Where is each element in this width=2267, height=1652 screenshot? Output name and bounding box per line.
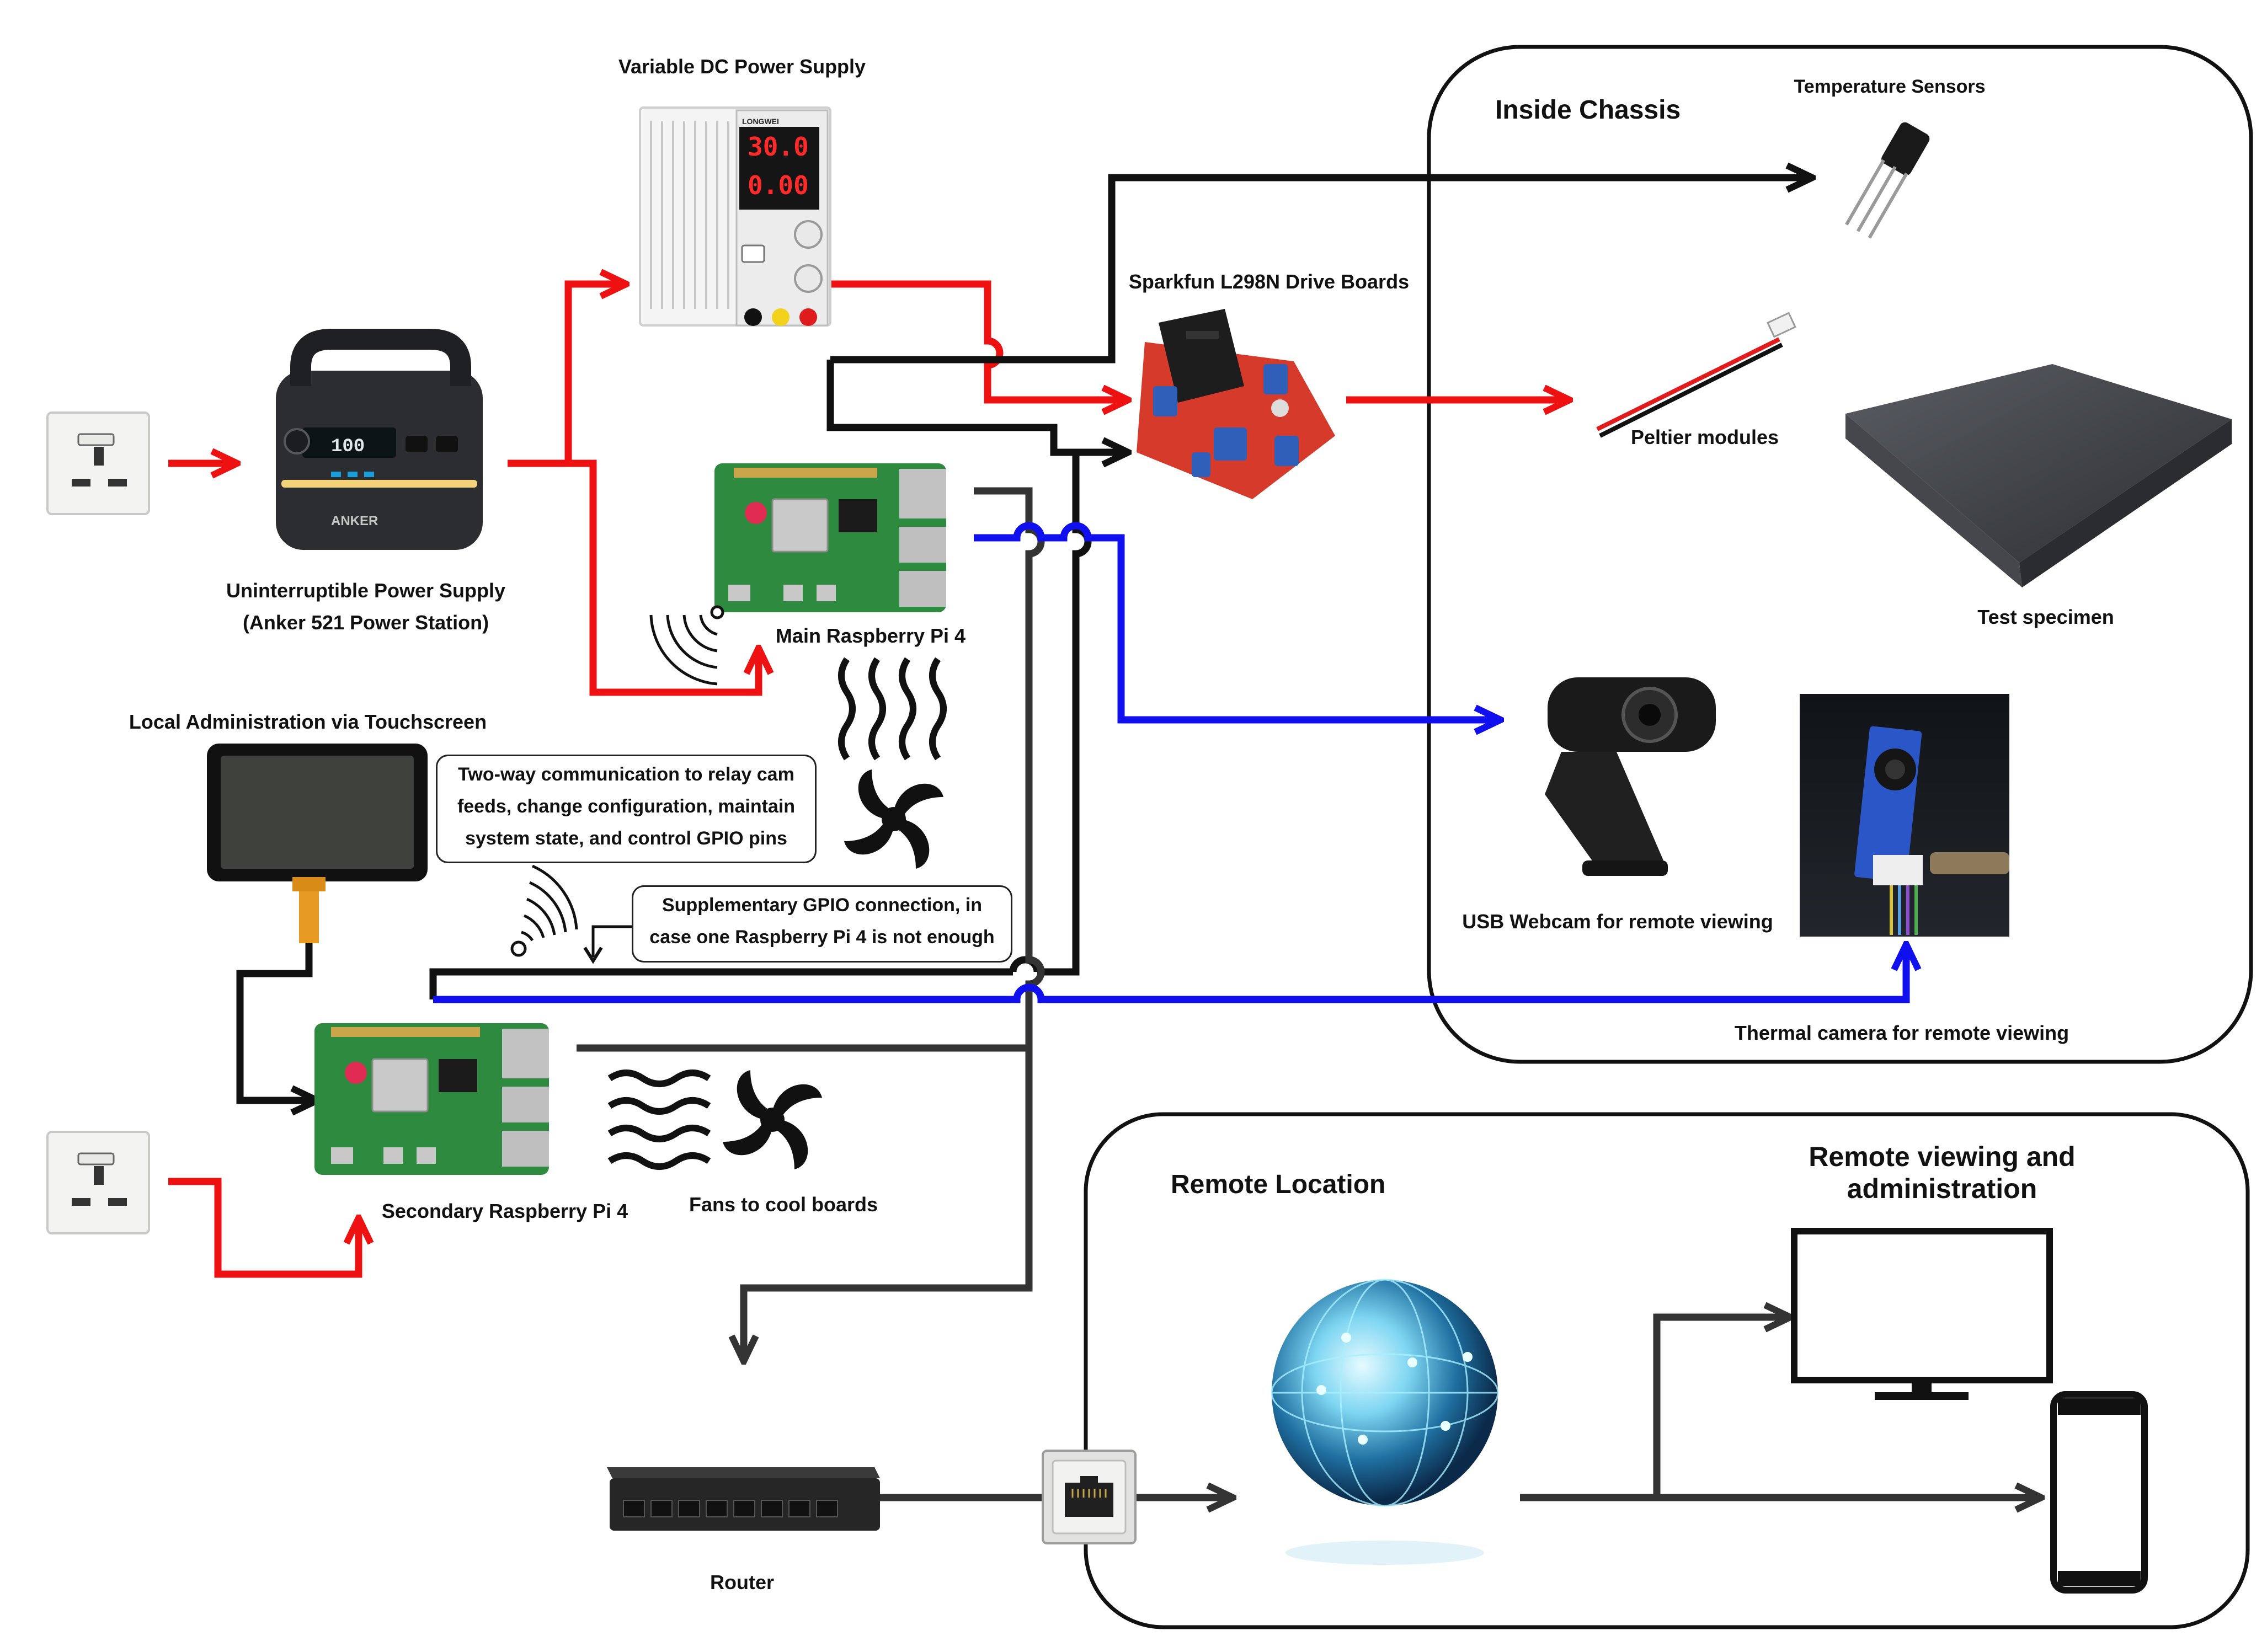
two-way-callout-line3: system state, and control GPIO pins	[465, 828, 787, 849]
wifi-icon	[510, 864, 578, 957]
ups-to-psu-wire	[508, 284, 626, 467]
thermal-camera	[1800, 694, 2009, 937]
webcam-label: USB Webcam for remote viewing	[1462, 910, 1773, 933]
data-wires	[433, 522, 1906, 1003]
heat-waves-icon	[838, 657, 947, 761]
gpio-to-temp-sensors-wire	[830, 178, 1812, 363]
secondary-raspberry-pi	[314, 1023, 549, 1175]
chassis-region	[1427, 45, 2253, 1064]
psu-brand-text: LONGWEI	[742, 117, 779, 126]
temperature-sensors-label: Temperature Sensors	[1794, 76, 1986, 97]
two-way-callout-line1: Two-way communication to relay cam	[458, 764, 794, 785]
router-label: Router	[710, 1571, 774, 1594]
ups-display-text: 100	[331, 436, 365, 457]
callout-pointer-arrow	[583, 925, 632, 964]
touchscreen-label: Local Administration via Touchscreen	[129, 710, 487, 733]
ups-label-line1: Uninterruptible Power Supply	[226, 579, 506, 602]
dc-power-supply: LONGWEI 30.0 0.00	[639, 106, 831, 327]
gpio-to-thermal-camera-wire	[433, 944, 1906, 1003]
usb-webcam	[1545, 677, 1716, 876]
remote-viewing-label-line1: Remote viewing and	[1809, 1141, 2076, 1172]
ups-label-line2: (Anker 521 Power Station)	[242, 611, 489, 634]
monitor-icon	[1791, 1228, 2053, 1400]
drive-boards-label: Sparkfun L298N Drive Boards	[1128, 270, 1410, 293]
heat-waves-icon	[607, 1070, 711, 1170]
test-specimen-label: Test specimen	[1977, 606, 2114, 628]
two-way-callout-line2: feeds, change configuration, maintain	[457, 796, 796, 817]
remote-viewing-label: Remote viewing and administration	[1809, 1141, 2075, 1205]
psu-amps-display: 0.00	[748, 170, 809, 200]
ups-to-main-pi-wire	[568, 459, 759, 696]
psu-to-driver-wire	[830, 280, 1128, 400]
touchscreen-to-secondary-pi-wire	[236, 943, 317, 1100]
wall-outlet-top	[46, 411, 150, 515]
gpio-bus-bottom-wire	[429, 968, 1013, 999]
main-pi-to-webcam-wire	[974, 522, 1501, 720]
ups-power-station: 100 ANKER	[276, 329, 483, 550]
globe-icon	[1271, 1279, 1499, 1565]
fan-icon	[844, 769, 943, 869]
router-device	[607, 1467, 880, 1531]
supplementary-gpio-callout: Supplementary GPIO connection, in case o…	[632, 885, 1012, 963]
thermal-camera-label: Thermal camera for remote viewing	[1734, 1022, 2069, 1044]
wifi-icon	[649, 605, 724, 686]
power-supply-label: Variable DC Power Supply	[618, 55, 866, 78]
outlet2-to-secondary-pi-wire	[168, 1178, 359, 1278]
main-raspberry-pi	[714, 463, 946, 612]
gpio-callout-line1: Supplementary GPIO connection, in	[662, 895, 982, 916]
ethernet-jack	[1042, 1450, 1137, 1544]
main-pi-label: Main Raspberry Pi 4	[775, 624, 966, 647]
gpio-riser-wire	[1037, 452, 1092, 976]
remote-viewing-label-line2: administration	[1847, 1173, 2037, 1204]
two-way-communication-callout: Two-way communication to relay cam feeds…	[436, 755, 817, 863]
ups-brand-text: ANKER	[331, 514, 378, 528]
touchscreen-display	[207, 744, 428, 943]
fan-icon	[723, 1070, 822, 1169]
l298n-drive-board	[1137, 309, 1335, 499]
internet-to-monitor-wire	[1653, 1317, 1790, 1498]
gpio-wires	[236, 178, 1812, 1100]
remote-region	[1084, 1112, 2250, 1629]
power-wires	[168, 280, 1570, 1278]
peltier-module	[1596, 312, 1796, 438]
fans-label: Fans to cool boards	[689, 1193, 878, 1216]
peltier-label: Peltier modules	[1630, 426, 1779, 448]
remote-region-title: Remote Location	[1171, 1170, 1386, 1199]
chassis-region-title: Inside Chassis	[1495, 95, 1681, 125]
test-specimen	[1837, 350, 2248, 593]
gpio-callout-line2: case one Raspberry Pi 4 is not enough	[649, 927, 995, 948]
gpio-bus-top-wire	[826, 360, 1128, 452]
temperature-sensor	[1845, 122, 1930, 239]
phone-icon	[2050, 1391, 2148, 1594]
wall-outlet-bottom	[46, 1131, 150, 1234]
psu-volts-display: 30.0	[748, 132, 809, 162]
secondary-pi-label: Secondary Raspberry Pi 4	[381, 1200, 628, 1222]
